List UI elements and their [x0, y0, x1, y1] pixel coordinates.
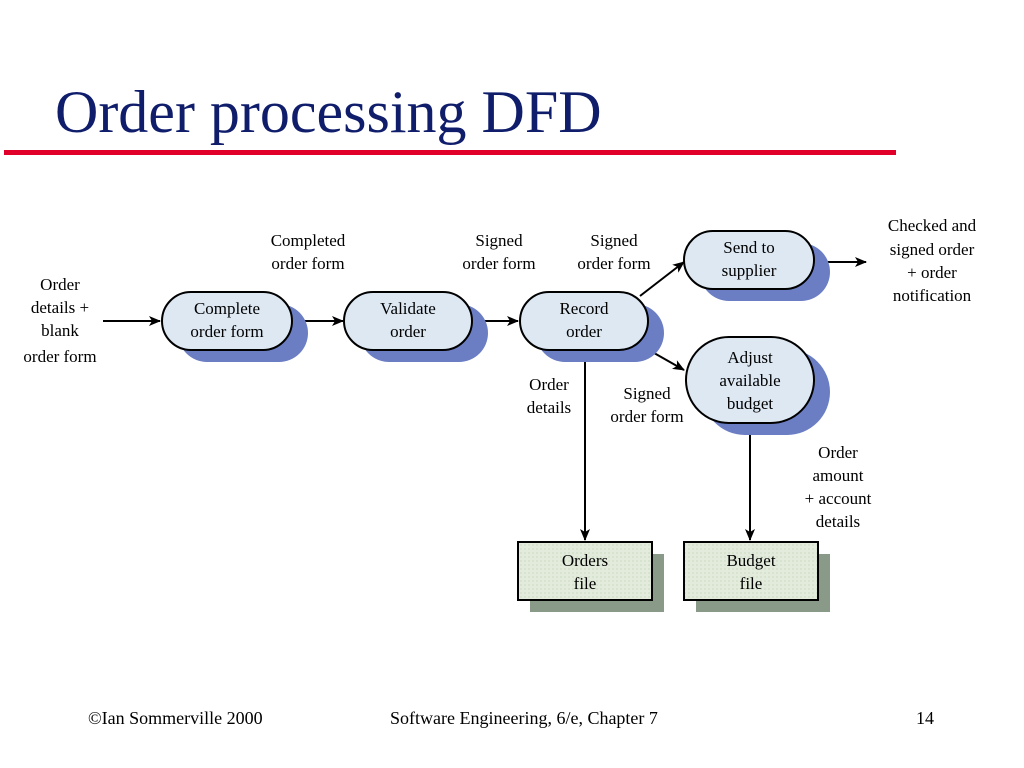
flow-label-signed-order-form-2: Signed order form — [577, 231, 650, 273]
process-validate-order: Validate order — [343, 291, 488, 362]
process-label: order — [566, 322, 602, 341]
store-orders-file: Orders file — [517, 541, 664, 612]
svg-text:details: details — [527, 398, 571, 417]
footer-page-number: 14 — [916, 708, 934, 728]
page-title: Order processing DFD — [55, 79, 602, 145]
svg-text:order form: order form — [271, 254, 344, 273]
svg-text:details +: details + — [31, 298, 89, 317]
svg-text:Order: Order — [40, 275, 80, 294]
flow-label-signed-order-form-1: Signed order form — [462, 231, 535, 273]
svg-text:notification: notification — [893, 286, 972, 305]
store-label: Orders — [562, 551, 608, 570]
arrow-record-to-send — [639, 261, 685, 297]
svg-text:signed order: signed order — [890, 240, 975, 259]
svg-text:Order: Order — [529, 375, 569, 394]
svg-text:Signed: Signed — [623, 384, 671, 403]
flow-label-order-details: Order details — [527, 375, 571, 417]
process-label: budget — [727, 394, 774, 413]
process-label: Validate — [380, 299, 436, 318]
process-send-to-supplier: Send to supplier — [683, 230, 830, 301]
footer-course-title: Software Engineering, 6/e, Chapter 7 — [390, 708, 658, 728]
svg-text:+ order: + order — [907, 263, 957, 282]
process-label: Complete — [194, 299, 260, 318]
svg-text:order form: order form — [462, 254, 535, 273]
process-label: Send to — [723, 238, 774, 257]
svg-text:order form: order form — [610, 407, 683, 426]
svg-text:+ account: + account — [805, 489, 872, 508]
process-adjust-available-budget: Adjust available budget — [685, 336, 830, 435]
flow-label-input: Order details + blank order form — [23, 275, 96, 366]
process-label: supplier — [722, 261, 777, 280]
svg-text:Order: Order — [818, 443, 858, 462]
flow-label-order-amount: Order amount + account details — [805, 443, 872, 531]
process-label: order form — [190, 322, 263, 341]
svg-text:Completed: Completed — [271, 231, 346, 250]
store-budget-file: Budget file — [683, 541, 830, 612]
title-underline — [4, 150, 896, 155]
process-label: available — [719, 371, 780, 390]
flow-label-completed-order-form: Completed order form — [271, 231, 346, 273]
flow-label-output: Checked and signed order + order notific… — [888, 216, 977, 305]
svg-text:Signed: Signed — [475, 231, 523, 250]
process-label: Adjust — [727, 348, 773, 367]
store-label: Budget — [726, 551, 775, 570]
svg-text:details: details — [816, 512, 860, 531]
process-complete-order-form: Complete order form — [161, 291, 308, 362]
flow-label-signed-order-form-3: Signed order form — [610, 384, 683, 426]
svg-text:amount: amount — [813, 466, 864, 485]
process-record-order: Record order — [519, 291, 664, 362]
footer-copyright: ©Ian Sommerville 2000 — [88, 708, 263, 728]
svg-text:Signed: Signed — [590, 231, 638, 250]
process-label: order — [390, 322, 426, 341]
svg-text:order form: order form — [577, 254, 650, 273]
svg-text:order form: order form — [23, 347, 96, 366]
svg-text:blank: blank — [41, 321, 79, 340]
store-label: file — [740, 574, 763, 593]
process-label: Record — [559, 299, 609, 318]
svg-text:Checked and: Checked and — [888, 216, 977, 235]
store-label: file — [574, 574, 597, 593]
